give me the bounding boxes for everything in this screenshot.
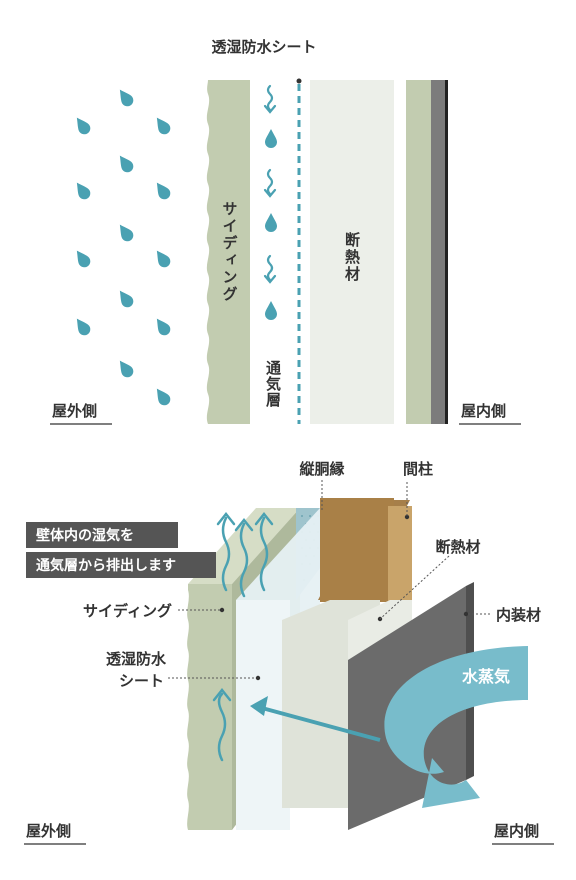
airflow-arrowhead [212,687,232,702]
raindrop [114,357,136,380]
vapor-squiggle [266,84,274,112]
siding-pointer-dot [219,607,225,613]
vapor-squiggle [266,168,274,196]
insulation-label-bottom: 断熱材 [435,538,480,556]
raindrop [71,315,93,338]
vapor-direction-arrowhead [250,696,268,716]
airflow-arrows [212,511,274,762]
membrane-pointer-dot-bottom [255,675,261,681]
interior-edge-line [445,80,448,424]
raindrop [114,152,136,175]
insulation-leader [379,555,450,620]
air-layer-label: 通気層 [264,360,282,408]
water-drop [265,129,277,148]
raindrop [151,315,173,338]
airflow-squiggle [259,516,269,592]
vapor-arrow [263,274,277,284]
insulation-label: 断熱材 [343,231,361,283]
raindrop [114,221,136,244]
vapor-flow-arrow [384,646,528,808]
airflow-arrowhead [216,511,236,526]
callout-line-2: 通気層から排出します [36,557,176,574]
vapor-indicators [263,84,277,284]
raindrop [71,247,93,270]
water-drop [265,301,277,320]
vapor-arrow [263,188,277,198]
interior-pointer-dot [463,611,469,617]
vapor-label: 水蒸気 [462,667,510,686]
airflow-squiggle [221,516,231,592]
outside-label-top: 屋外側 [52,402,97,420]
raindrop [114,287,136,310]
outside-label-bottom: 屋外側 [26,822,71,840]
callout-box-2 [26,552,216,578]
raindrop [151,179,173,202]
membrane-label-bottom-1: 透湿防水 [106,650,167,668]
furring-label: 縦胴縁 [299,460,344,478]
top-section: サイディング 透湿防水シート 通気層 断熱材 屋外側 [50,38,521,425]
membrane-pointer-dot [296,78,302,84]
siding-layer [206,80,250,424]
airflow-arrowhead [254,511,274,526]
raindrop [151,247,173,270]
insulation-layer [310,80,394,424]
inside-label-top: 屋内側 [461,402,506,420]
airflow-squiggle [239,522,249,598]
siding-label: サイディング [221,201,239,303]
raindrop [151,385,173,408]
membrane-label: 透湿防水シート [211,38,316,56]
bottom-section: 水蒸気 壁体内の湿気を 通気層から排出します [24,460,554,845]
vapor-direction-arrow [261,706,381,742]
airflow-arrowhead [234,517,254,532]
inside-label-bottom: 屋内側 [494,822,539,840]
rain-drops [71,86,173,408]
interior-green-layer [406,80,431,424]
stud-label: 間柱 [403,460,433,478]
raindrop [151,114,173,137]
raindrop [114,86,136,109]
raindrop [71,114,93,137]
membrane-label-bottom-2: シート [119,672,164,690]
water-drop [265,213,277,232]
siding-label-bottom: サイディング [83,602,172,620]
callout-box-1 [26,522,178,548]
stud-front [320,498,394,602]
vapor-squiggle [266,254,274,282]
condensation-drops [265,129,277,320]
stud-pointer-dot [404,514,410,520]
raindrop [71,179,93,202]
interior-board-layer [431,80,445,424]
siding-panel-face [187,584,232,830]
callout-line-1: 壁体内の湿気を [36,527,134,544]
leader-lines [168,480,490,679]
interior-label: 内装材 [496,606,541,624]
vapor-arrow [263,104,277,114]
airflow-squiggle [217,692,227,762]
